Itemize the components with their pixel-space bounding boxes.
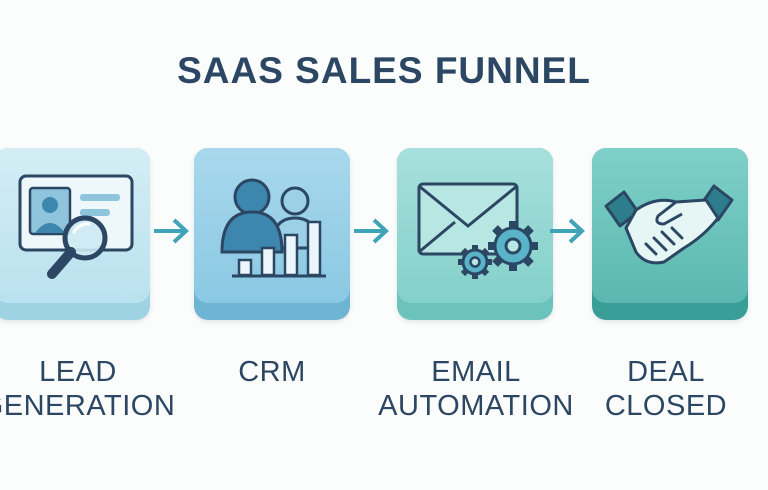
envelope-gears-icon <box>417 182 538 279</box>
arrow-right-icon <box>550 218 585 244</box>
crm-tile <box>194 148 350 320</box>
step-label-line: LEAD <box>39 356 117 388</box>
diagram-title: SAAS SALES FUNNEL <box>177 50 591 91</box>
step-label-line: EMAIL <box>431 356 521 388</box>
deal-closed-tile <box>592 148 748 320</box>
arrow-right-icon <box>354 218 389 244</box>
step-label-lead-generation: LEAD GENERATION <box>0 355 188 423</box>
step-label-line: CLOSED <box>604 390 728 422</box>
step-label-line: CRM <box>238 356 306 388</box>
profile-magnifier-icon <box>18 174 134 279</box>
step-label-line: AUTOMATION <box>378 390 574 422</box>
handshake-icon <box>604 184 734 265</box>
step-label-crm: CRM <box>162 355 382 389</box>
step-label-email-automation: EMAIL AUTOMATION <box>366 355 586 423</box>
step-label-line: DEAL <box>627 356 705 388</box>
arrow-right-icon <box>154 218 189 244</box>
users-bar-chart-icon <box>220 178 326 278</box>
step-label-deal-closed: DEAL CLOSED <box>556 355 768 423</box>
lead-generation-tile <box>0 148 150 320</box>
email-automation-tile <box>397 148 553 320</box>
step-label-line: GENERATION <box>0 390 176 422</box>
